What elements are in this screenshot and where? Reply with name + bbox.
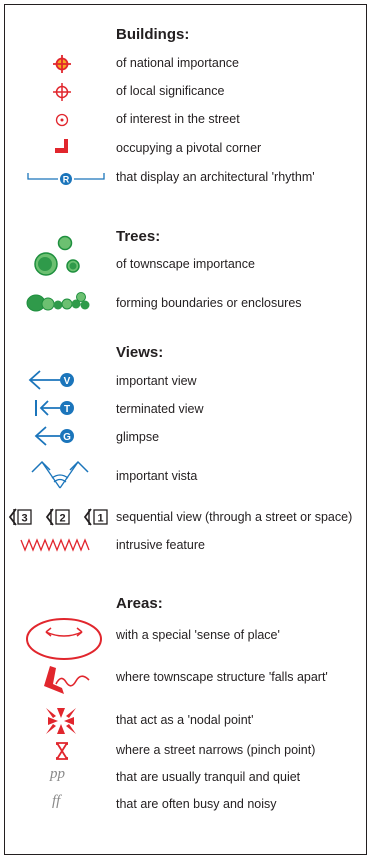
tree-cluster-icon	[34, 235, 80, 276]
dotted-circle-icon	[55, 113, 69, 127]
views-label-glimpse: glimpse	[116, 430, 160, 444]
view-v-badge: V	[64, 376, 71, 387]
buildings-label-street: of interest in the street	[116, 112, 240, 126]
corner-icon	[55, 139, 68, 153]
areas-heading: Areas:	[116, 595, 163, 612]
vista-icon	[31, 460, 89, 489]
trees-label-boundaries: forming boundaries or enclosures	[116, 296, 302, 310]
tree-row-icon	[26, 292, 90, 312]
sequential-view-icon: 3 2 1	[8, 508, 108, 526]
nodal-point-icon	[46, 708, 76, 734]
pinch-point-icon	[56, 742, 68, 760]
zigzag-icon	[20, 538, 90, 552]
buildings-label-corner: occupying a pivotal corner	[116, 141, 262, 155]
view-g-icon: G	[34, 426, 74, 446]
view-t-icon: T	[35, 400, 74, 416]
sense-of-place-icon	[26, 618, 102, 660]
view-g-badge: G	[63, 432, 71, 443]
trees-label-townscape: of townscape importance	[116, 257, 255, 271]
buildings-label-rhythm: that display an architectural 'rhythm'	[116, 170, 315, 184]
views-label-intrusive: intrusive feature	[116, 538, 205, 552]
areas-label-nodal: that act as a 'nodal point'	[116, 713, 254, 727]
view-t-badge: T	[64, 404, 70, 415]
areas-label-pinch: where a street narrows (pinch point)	[116, 743, 316, 757]
views-label-sequential: sequential view (through a street or spa…	[116, 510, 353, 524]
buildings-label-national: of national importance	[116, 56, 239, 70]
view-v-icon: V	[28, 370, 74, 390]
views-heading: Views:	[116, 344, 164, 361]
areas-label-busy: that are often busy and noisy	[116, 797, 277, 811]
views-label-terminated: terminated view	[116, 402, 204, 416]
crosshair-icon	[53, 83, 71, 101]
sequential-step-3: 3	[8, 508, 32, 526]
crosshair-filled-icon	[53, 55, 71, 73]
sequential-step-1: 1	[83, 508, 108, 526]
ff-icon: ff	[52, 793, 61, 809]
sequential-step-2: 2	[45, 508, 70, 526]
svg-text:1: 1	[97, 513, 103, 525]
areas-label-tranquil: that are usually tranquil and quiet	[116, 770, 301, 784]
buildings-heading: Buildings:	[116, 26, 190, 43]
trees-heading: Trees:	[116, 228, 161, 245]
views-label-important: important view	[116, 374, 197, 388]
areas-label-sense: with a special 'sense of place'	[116, 628, 280, 642]
pp-icon: pp	[50, 766, 65, 782]
legend-frame	[4, 4, 367, 855]
buildings-label-local: of local significance	[116, 84, 225, 98]
svg-text:3: 3	[21, 513, 27, 525]
svg-text:2: 2	[59, 513, 65, 525]
views-label-vista: important vista	[116, 469, 198, 483]
rhythm-r-icon: R	[27, 173, 105, 185]
falls-apart-icon	[44, 666, 90, 694]
rhythm-badge: R	[63, 175, 70, 185]
areas-label-falls-apart: where townscape structure 'falls apart'	[116, 670, 328, 684]
